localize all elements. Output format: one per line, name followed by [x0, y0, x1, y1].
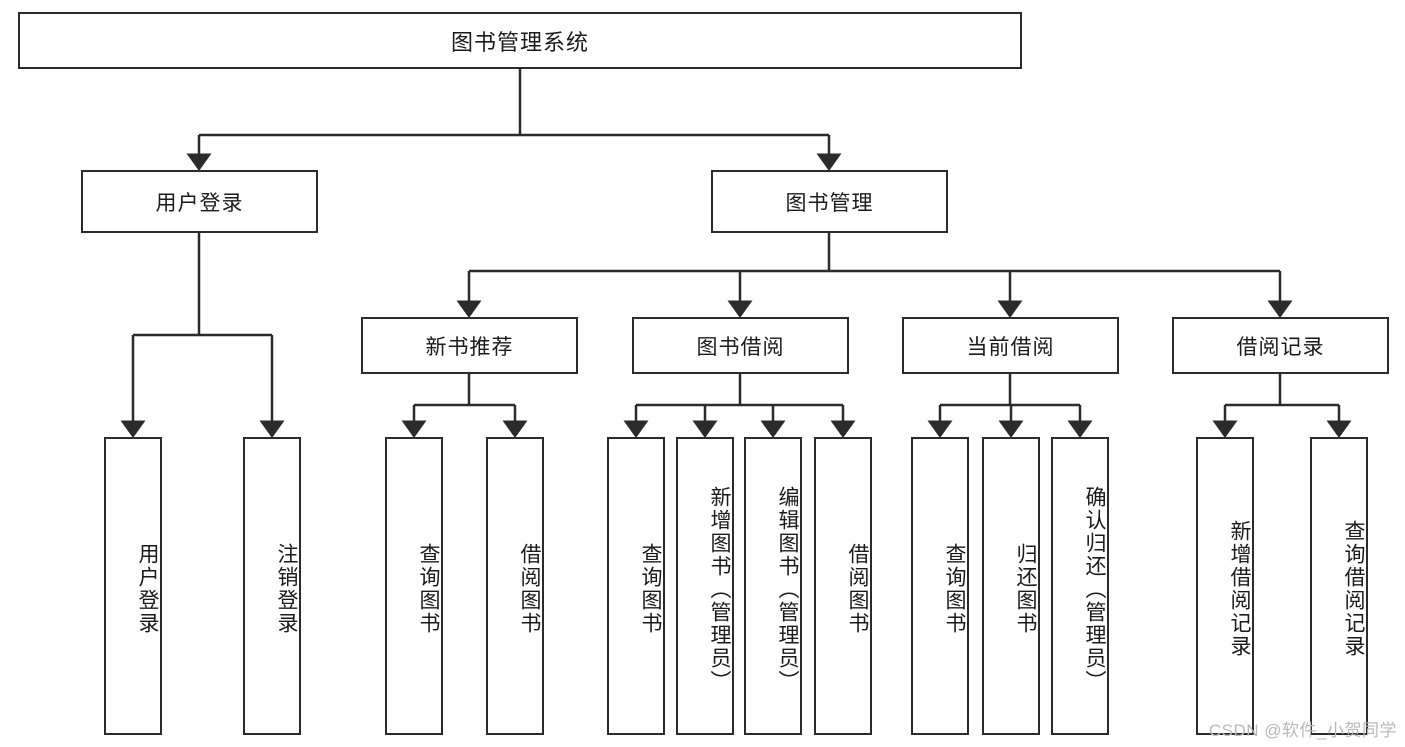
node-current-borrow-label: 当前借阅	[966, 335, 1055, 359]
node-leaf-query-book-2[interactable]: 查询图书	[607, 437, 665, 735]
node-leaf-edit-book-admin-label: 编辑图书（管理员）	[776, 485, 799, 693]
node-leaf-logout-login-label: 注销登录	[275, 543, 298, 635]
node-leaf-borrow-book-2[interactable]: 借阅图书	[814, 437, 872, 735]
node-leaf-borrow-book-1[interactable]: 借阅图书	[486, 437, 544, 735]
node-leaf-borrow-book-1-label: 借阅图书	[518, 543, 541, 635]
node-book-manage-label: 图书管理	[785, 191, 874, 215]
node-leaf-add-borrow-record[interactable]: 新增借阅记录	[1196, 437, 1254, 735]
node-leaf-query-book-2-label: 查询图书	[639, 543, 662, 635]
node-leaf-edit-book-admin[interactable]: 编辑图书（管理员）	[744, 437, 802, 735]
node-leaf-add-book-admin-label: 新增图书（管理员）	[708, 485, 731, 693]
node-leaf-confirm-return-admin[interactable]: 确认归还（管理员）	[1051, 437, 1109, 735]
node-root-system-label: 图书管理系统	[450, 29, 589, 55]
node-leaf-user-login-label: 用户登录	[136, 543, 159, 635]
node-user-login[interactable]: 用户登录	[81, 170, 318, 233]
node-leaf-confirm-return-admin-label: 确认归还（管理员）	[1083, 485, 1106, 693]
node-borrow-record-label: 借阅记录	[1236, 335, 1325, 359]
node-leaf-query-book-3-label: 查询图书	[943, 543, 966, 635]
node-book-borrow-label: 图书借阅	[696, 335, 785, 359]
node-root-system[interactable]: 图书管理系统	[18, 12, 1022, 69]
node-leaf-query-book-3[interactable]: 查询图书	[911, 437, 969, 735]
node-leaf-return-book-label: 归还图书	[1014, 543, 1037, 635]
node-leaf-user-login[interactable]: 用户登录	[104, 437, 162, 735]
node-leaf-return-book[interactable]: 归还图书	[982, 437, 1040, 735]
node-borrow-record[interactable]: 借阅记录	[1172, 317, 1389, 374]
node-current-borrow[interactable]: 当前借阅	[902, 317, 1119, 374]
node-leaf-borrow-book-2-label: 借阅图书	[846, 543, 869, 635]
node-leaf-query-book-1[interactable]: 查询图书	[385, 437, 443, 735]
node-user-login-label: 用户登录	[155, 191, 244, 215]
node-leaf-query-book-1-label: 查询图书	[417, 543, 440, 635]
node-leaf-add-borrow-record-label: 新增借阅记录	[1228, 520, 1251, 658]
csdn-watermark: CSDN @软件_小贺同学	[1208, 721, 1397, 740]
node-book-manage[interactable]: 图书管理	[711, 170, 948, 233]
node-leaf-add-book-admin[interactable]: 新增图书（管理员）	[676, 437, 734, 735]
node-new-book-recommend[interactable]: 新书推荐	[361, 317, 578, 374]
node-leaf-query-borrow-record-label: 查询借阅记录	[1342, 520, 1365, 658]
node-new-book-recommend-label: 新书推荐	[425, 335, 514, 359]
node-leaf-query-borrow-record[interactable]: 查询借阅记录	[1310, 437, 1368, 735]
node-leaf-logout-login[interactable]: 注销登录	[243, 437, 301, 735]
node-book-borrow[interactable]: 图书借阅	[632, 317, 849, 374]
